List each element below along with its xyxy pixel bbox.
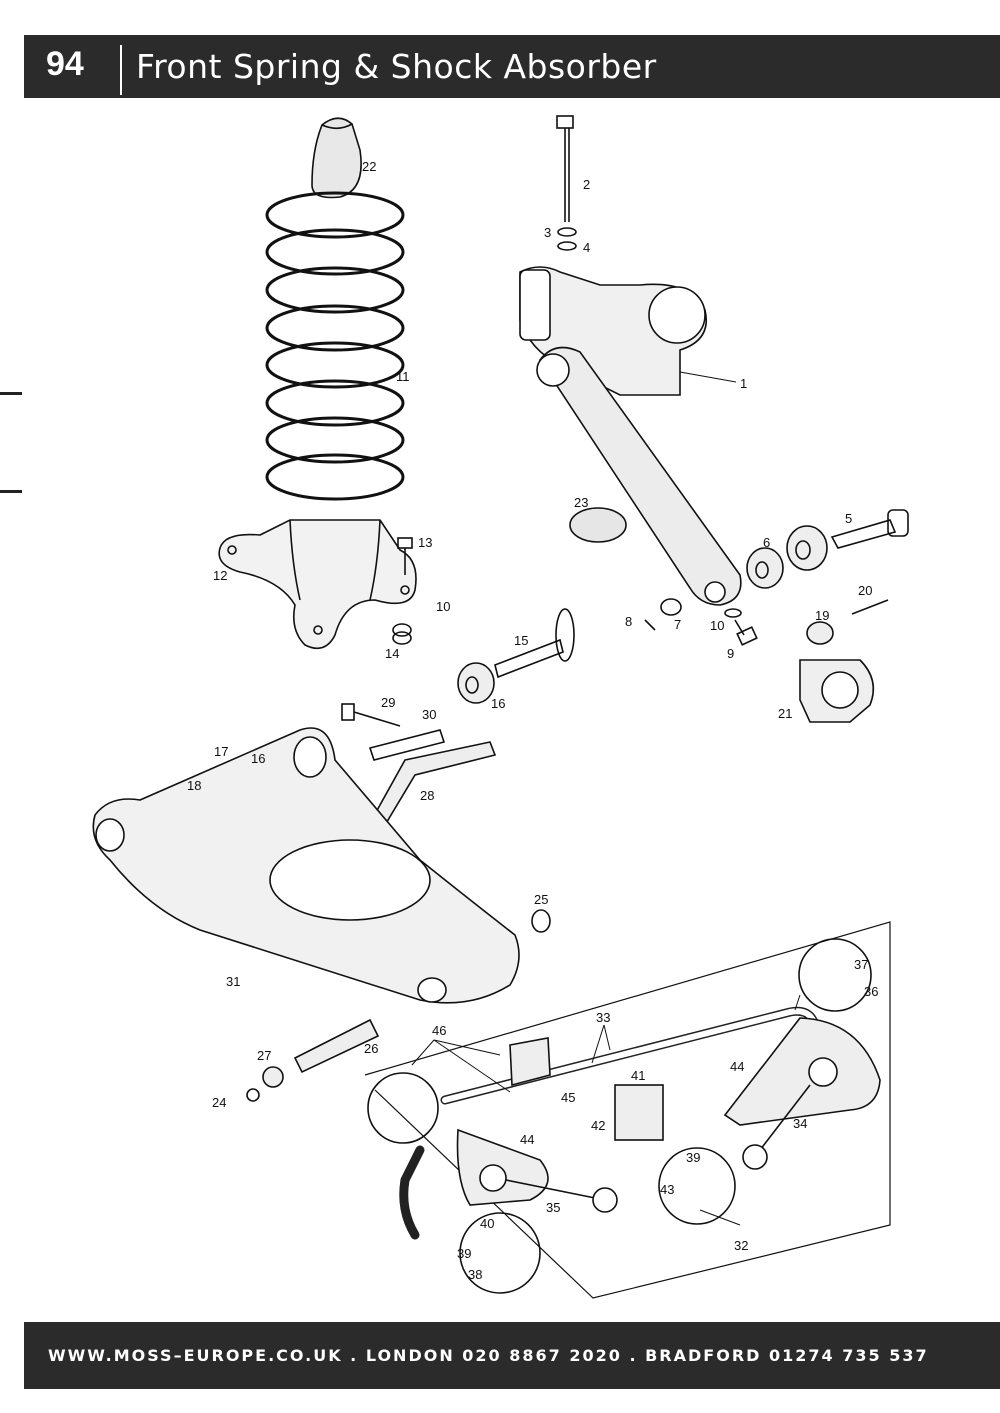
bracket-41-drawing (614, 1084, 664, 1141)
part-label: 8 (625, 614, 632, 629)
part-label: 17 (214, 744, 228, 759)
part-label: 10 (710, 618, 724, 633)
plate-30-drawing (368, 729, 446, 761)
part-label: 5 (845, 511, 852, 526)
fitting-kit-circle-center (658, 1147, 736, 1225)
drop-link-35-drawing (479, 1164, 618, 1213)
drop-link-34-drawing (742, 1057, 838, 1170)
fitting-kit-circle-bottom (459, 1212, 541, 1294)
bush-6-drawing (746, 525, 828, 589)
split-pin-8-drawing (644, 619, 656, 631)
shock-absorber-drawing (519, 266, 742, 606)
part-label: 15 (514, 633, 528, 648)
part-label: 13 (418, 535, 432, 550)
part-label: 22 (362, 159, 376, 174)
part-label: 39 (686, 1150, 700, 1165)
leader-lines (411, 371, 801, 1226)
nut-19-drawing (806, 621, 834, 645)
part-label: 4 (583, 240, 590, 255)
wishbone-31-drawing (92, 727, 520, 1004)
part-label: 43 (660, 1182, 674, 1197)
part-label: 30 (422, 707, 436, 722)
bush-16-drawing (457, 662, 495, 704)
part-label: 29 (381, 695, 395, 710)
part-label: 39 (457, 1246, 471, 1261)
part-label: 11 (396, 369, 410, 384)
arm-44-left-drawing (456, 1128, 549, 1206)
arm-44-right-drawing (723, 1017, 881, 1126)
part-label: 33 (596, 1010, 610, 1025)
clamp-45-drawing (509, 1037, 551, 1087)
part-label: 1 (740, 376, 747, 391)
part-label: 14 (385, 646, 399, 661)
part-label: 45 (561, 1090, 575, 1105)
part-label: 21 (778, 706, 792, 721)
header-divider (120, 45, 122, 95)
part-label: 10 (436, 599, 450, 614)
part-label: 40 (480, 1216, 494, 1231)
part-label: 18 (187, 778, 201, 793)
long-bolt-drawing (556, 115, 577, 251)
nut-27-drawing (262, 1066, 284, 1088)
part-label: 35 (546, 1200, 560, 1215)
page-header: 94 Front Spring & Shock Absorber (24, 35, 1000, 98)
part-label: 12 (213, 568, 227, 583)
part-label: 16 (491, 696, 505, 711)
bolt-13-drawing (397, 537, 413, 575)
part-label: 42 (591, 1118, 605, 1133)
anti-roll-bar-left-arm (399, 1145, 425, 1240)
part-label: 7 (674, 617, 681, 632)
part-label: 2 (583, 177, 590, 192)
part-label: 20 (858, 583, 872, 598)
part-label: 44 (730, 1059, 744, 1074)
part-label: 37 (854, 957, 868, 972)
pin-26-drawing (293, 1018, 380, 1074)
part-label: 41 (631, 1068, 645, 1083)
pin-20-drawing (851, 599, 889, 615)
part-label: 46 (432, 1023, 446, 1038)
rebound-rubber-drawing (569, 507, 627, 543)
part-label: 36 (864, 984, 878, 999)
part-label: 24 (212, 1095, 226, 1110)
page-number: 94 (46, 45, 84, 83)
nut-7-drawing (660, 598, 682, 616)
coil-spring-drawing (265, 191, 405, 501)
side-margin-mark (0, 490, 22, 493)
page-footer: WWW.MOSS–EUROPE.CO.UK . LONDON 020 8867 … (24, 1322, 1000, 1389)
nut-14-drawing (392, 623, 412, 645)
part-label: 38 (468, 1267, 482, 1282)
bolt-9-drawing (724, 608, 758, 646)
page-title: Front Spring & Shock Absorber (136, 47, 657, 86)
part-label: 9 (727, 646, 734, 661)
spring-seat-drawing (218, 519, 417, 650)
part-label: 31 (226, 974, 240, 989)
part-label: 28 (420, 788, 434, 803)
part-label: 26 (364, 1041, 378, 1056)
part-label: 34 (793, 1116, 807, 1131)
part-label: 3 (544, 225, 551, 240)
part-label: 16 (251, 751, 265, 766)
part-label: 25 (534, 892, 548, 907)
footer-contact-text: WWW.MOSS–EUROPE.CO.UK . LONDON 020 8867 … (48, 1346, 929, 1365)
nipple-24-drawing (246, 1088, 260, 1102)
part-label: 44 (520, 1132, 534, 1147)
part-label: 27 (257, 1048, 271, 1063)
bolt-15-drawing (494, 608, 575, 679)
part-labels: 1 2 3 4 5 6 7 8 9 10 10 11 12 13 14 15 1… (187, 159, 878, 1282)
side-margin-mark (0, 392, 22, 395)
part-label: 23 (574, 495, 588, 510)
bolt-5-drawing (830, 509, 909, 549)
part-label: 6 (763, 535, 770, 550)
anti-roll-bar-kit-outline (364, 921, 891, 1299)
part-label: 32 (734, 1238, 748, 1253)
fitting-kit-circle-right (798, 938, 872, 1012)
bump-rubber-drawing (311, 117, 362, 199)
trunnion-21-drawing (799, 659, 875, 723)
part-label: 19 (815, 608, 829, 623)
ring-25-drawing (531, 909, 551, 933)
fitting-kit-circle-top (367, 1072, 439, 1144)
bolt-29-drawing (341, 703, 401, 727)
